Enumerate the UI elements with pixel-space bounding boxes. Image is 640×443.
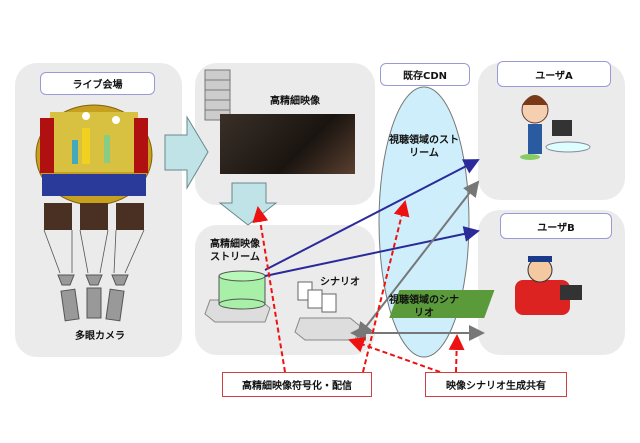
hd-stream-line2: ストリーム [210,252,260,263]
scenario-server-icon [294,281,361,341]
cdn-label: 既存CDN [380,63,470,86]
camera-thumb-1 [44,203,72,230]
hd-video-photo [220,114,355,174]
server-stack-icon [204,69,231,121]
hd-stream-line1: 高精細映像 [210,239,260,250]
hd-stream-label: 高精細映像 ストリーム [200,238,270,264]
cameras-label: 多眼カメラ [75,331,125,342]
user-a-label: ユーザA [497,61,611,87]
scenario-label: シナリオ [320,277,360,288]
right-arrow [164,115,209,190]
user-b-label: ユーザB [500,213,612,239]
camera-icons [57,274,129,322]
stage-illustration [35,104,153,206]
user-a-illustration [520,95,591,160]
venue-label: ライブ会場 [40,72,155,95]
stream-server-icon [204,270,271,323]
cdn-stream-text: 視聴領域のストリーム [389,135,459,159]
hd-video-label: 高精細映像 [270,96,320,107]
down-arrow [218,182,278,226]
camera-thumb-2 [80,203,108,230]
share-callout: 映像シナリオ生成共有 [425,372,567,397]
encode-callout: 高精細映像符号化・配信 [222,372,372,397]
cdn-scenario-text: 視聴領域のシナリオ [389,295,459,319]
camera-thumb-3 [116,203,144,230]
scenario-user-a-link [356,180,480,339]
